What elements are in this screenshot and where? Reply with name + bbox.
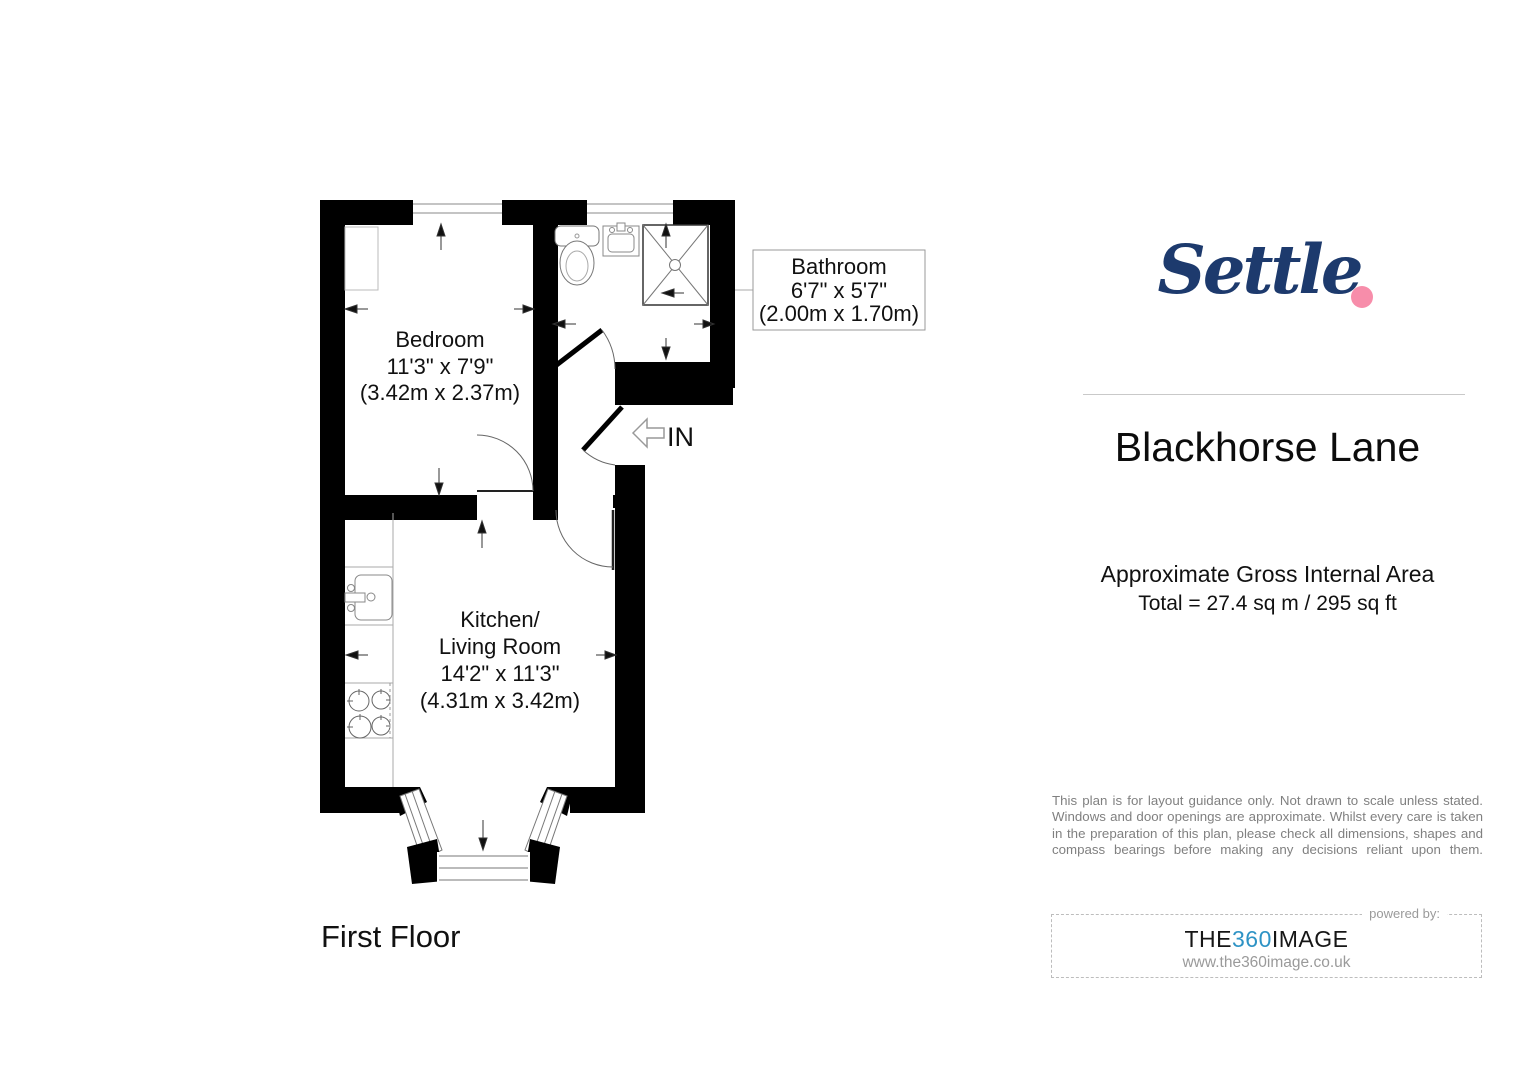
bedroom-door-opening [477, 493, 533, 522]
powered-by-box: powered by: THE360IMAGE www.the360image.… [1051, 906, 1482, 978]
entrance-marker: IN [631, 417, 694, 452]
hob [347, 683, 391, 739]
bedroom-name: Bedroom [395, 327, 484, 352]
floor-label: First Floor [321, 919, 461, 954]
kitchen-counter [345, 513, 394, 787]
in-arrow-icon [631, 417, 665, 449]
shower [642, 224, 709, 306]
kitchen-door [555, 509, 615, 570]
kitchen-name-line2: Living Room [439, 634, 561, 659]
wall-corridor-upper [615, 362, 645, 405]
brand-logo: Settle [1139, 236, 1379, 326]
bedroom-dims-imperial: 11'3" x 7'9" [387, 354, 494, 379]
kitchen-label: Kitchen/ Living Room 14'2" x 11'3" (4.31… [420, 607, 580, 713]
wall-step [645, 388, 733, 405]
wall-kitchen-door-jamb [613, 495, 633, 508]
wall-bottom-right-stub [570, 787, 645, 813]
brand-logo-text: Settle [1157, 230, 1364, 309]
toilet [554, 225, 600, 286]
entrance-label: IN [667, 422, 694, 452]
area-total: Total = 27.4 sq m / 295 sq ft [1138, 592, 1397, 615]
brand-logo-dot-icon [1351, 286, 1373, 308]
vendor-the: THE [1184, 926, 1232, 952]
bedroom-door [476, 434, 534, 492]
wardrobe [344, 226, 379, 291]
bathroom-window [587, 200, 673, 225]
bathroom-label-callout: Bathroom 6'7" x 5'7" (2.00m x 1.70m) [735, 249, 926, 331]
bedroom-window [413, 200, 502, 225]
bedroom-label: Bedroom 11'3" x 7'9" (3.42m x 2.37m) [360, 327, 520, 405]
divider-line [1083, 394, 1465, 395]
bay-window [393, 787, 574, 884]
kitchen-dims-imperial: 14'2" x 11'3" [440, 661, 559, 686]
bathroom-dims-imperial: 6'7" x 5'7" [791, 278, 887, 303]
area-heading: Approximate Gross Internal Area [1100, 561, 1435, 587]
wall-kitchen-right [615, 465, 645, 813]
vendor-360: 360 [1232, 926, 1272, 952]
powered-by-label: powered by: [1362, 906, 1447, 921]
bathroom-door [548, 328, 616, 372]
bay-window-center [437, 852, 530, 883]
bay-corner-left [407, 839, 444, 884]
bedroom-dims-metric: (3.42m x 2.37m) [360, 380, 520, 405]
kitchen-name-line1: Kitchen/ [460, 607, 540, 632]
bathroom-sink [602, 222, 640, 257]
disclaimer-text: This plan is for layout guidance only. N… [1052, 793, 1483, 858]
kitchen-sink [344, 574, 393, 621]
walls [320, 200, 735, 813]
bathroom-label-box [752, 249, 926, 331]
dimension-arrows [343, 222, 716, 852]
bathroom-name: Bathroom [791, 254, 886, 279]
bay-corner-right [523, 839, 560, 884]
property-title: Blackhorse Lane [1114, 424, 1421, 470]
vendor-url: www.the360image.co.uk [1182, 954, 1351, 971]
vendor-image: IMAGE [1271, 926, 1349, 952]
floor-plan: IN Bedroom 11'3" x 7'9" (3.42m x 2.37m) … [320, 200, 926, 954]
bathroom-dims-metric: (2.00m x 1.70m) [759, 301, 919, 326]
wall-bedroom-divider [533, 200, 558, 520]
entry-door [581, 405, 624, 466]
wall-right-upper [710, 200, 735, 388]
vendor-logo: THE360IMAGE [1052, 926, 1481, 953]
kitchen-dims-metric: (4.31m x 3.42m) [420, 688, 580, 713]
wall-bottom-left-stub [320, 787, 400, 813]
